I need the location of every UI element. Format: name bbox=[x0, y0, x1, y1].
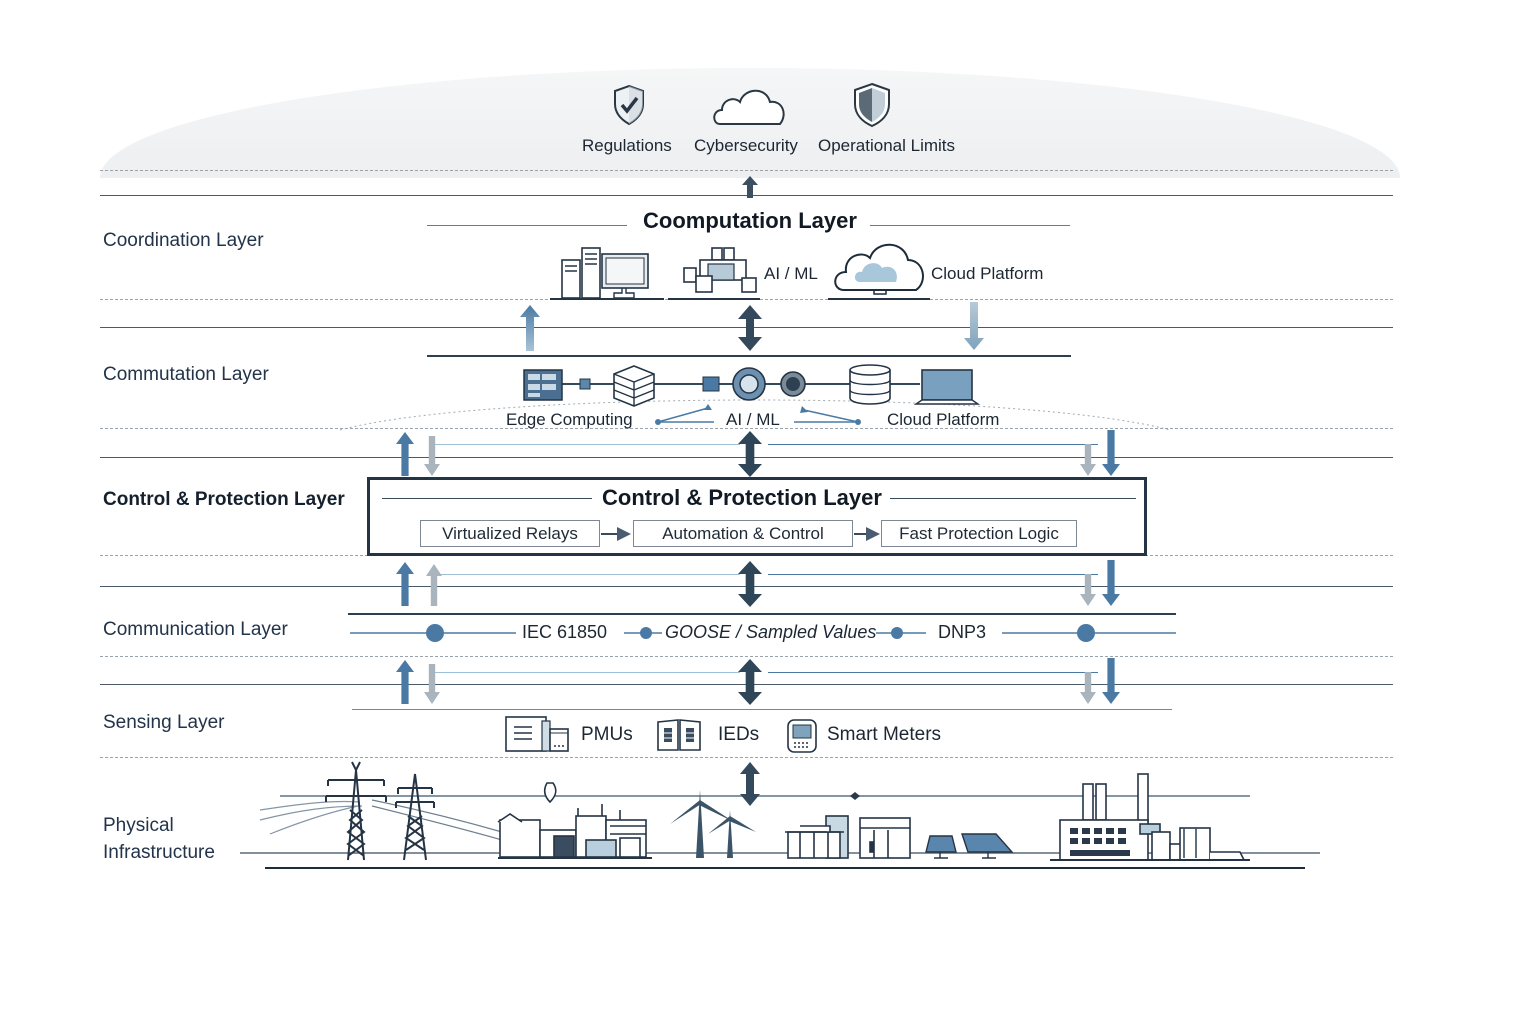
divider bbox=[100, 757, 1393, 758]
commercial-building-icon bbox=[785, 815, 849, 859]
divider bbox=[352, 709, 1172, 710]
commutation-ai-ml-label: AI / ML bbox=[726, 410, 780, 429]
divider bbox=[100, 656, 1393, 657]
arrow-down-icon bbox=[1080, 444, 1096, 476]
arrow-down-icon bbox=[1080, 574, 1096, 606]
substation-icon bbox=[497, 782, 647, 858]
computation-cloud-platform-label: Cloud Platform bbox=[931, 264, 1044, 283]
arrow-down-icon bbox=[1102, 658, 1120, 704]
commutation-cloud-label: Cloud Platform bbox=[887, 410, 1000, 429]
bidirectional-arrow-icon bbox=[738, 305, 762, 351]
connector-line bbox=[434, 574, 740, 575]
transmission-tower-icon bbox=[325, 761, 387, 861]
connector-line bbox=[434, 672, 740, 673]
link-connector bbox=[655, 404, 861, 425]
cloud-icon bbox=[713, 89, 785, 125]
sensing-ieds-label: IEDs bbox=[718, 724, 760, 745]
computation-layer-title: Coomputation Layer bbox=[643, 208, 857, 233]
constraint-label-regulations: Regulations bbox=[582, 136, 672, 155]
gears-icon bbox=[732, 367, 806, 401]
control-protection-box: Control & Protection Layer Virtualized R… bbox=[367, 477, 1147, 556]
arrow-down-icon bbox=[1080, 672, 1096, 704]
label-infrastructure: Infrastructure bbox=[103, 842, 215, 863]
network-nodes-icon bbox=[668, 247, 760, 300]
control-layer-title: Control & Protection Layer bbox=[602, 485, 882, 510]
title-rule bbox=[427, 225, 627, 226]
database-icon bbox=[849, 364, 891, 405]
constraint-label-operational-limits: Operational Limits bbox=[818, 136, 956, 155]
wind-turbine-icon bbox=[670, 790, 756, 858]
label-coordination-layer: Coordination Layer bbox=[103, 230, 264, 251]
sensing-smart-meters-label: Smart Meters bbox=[827, 724, 942, 745]
commutation-chain bbox=[523, 364, 981, 407]
title-rule bbox=[890, 498, 1136, 499]
ied-icon bbox=[657, 719, 701, 751]
commutation-arc bbox=[339, 399, 1171, 431]
arrow-down-icon bbox=[424, 664, 440, 704]
transmission-tower-icon bbox=[395, 773, 435, 861]
step-fast-protection-logic[interactable]: Fast Protection Logic bbox=[881, 520, 1077, 547]
arrow-up-icon bbox=[520, 305, 540, 351]
label-physical: Physical bbox=[103, 815, 174, 836]
protocol-goose-sv: GOOSE / Sampled Values bbox=[665, 622, 877, 642]
divider bbox=[100, 170, 1393, 171]
arrow-down-icon bbox=[424, 436, 440, 476]
arrow-down-icon bbox=[964, 302, 984, 350]
label-commutation-layer: Commutation Layer bbox=[103, 364, 269, 385]
arrow-up-icon bbox=[396, 660, 414, 704]
shield-icon bbox=[854, 82, 890, 128]
bidirectional-arrow-icon bbox=[738, 431, 762, 477]
title-rule bbox=[382, 498, 592, 499]
step-automation-control[interactable]: Automation & Control bbox=[633, 520, 853, 547]
storage-stack-icon bbox=[613, 365, 655, 407]
title-rule bbox=[870, 225, 1070, 226]
protocol-bus bbox=[350, 624, 1176, 642]
laptop-icon bbox=[913, 369, 981, 405]
bidirectional-arrow-icon bbox=[740, 762, 760, 806]
divider bbox=[100, 195, 1393, 196]
connector-line bbox=[434, 444, 740, 445]
shield-check-icon bbox=[614, 84, 644, 126]
flow-arrow-icon bbox=[854, 527, 880, 541]
divider bbox=[348, 613, 1176, 615]
bidirectional-arrow-icon bbox=[738, 659, 762, 705]
arrow-up-icon bbox=[396, 562, 414, 606]
power-plant-icon bbox=[1059, 773, 1246, 861]
pmu-icon bbox=[505, 716, 569, 752]
solar-panel-icon bbox=[925, 833, 1014, 859]
connector-line bbox=[768, 444, 1098, 445]
label-control-protection-layer: Control & Protection Layer bbox=[103, 489, 345, 510]
constraint-label-cybersecurity: Cybersecurity bbox=[694, 136, 798, 155]
cloud-platform-icon bbox=[828, 243, 930, 300]
arrow-down-icon bbox=[1102, 560, 1120, 606]
sensing-pmus-label: PMUs bbox=[581, 724, 633, 745]
computation-ai-ml-label: AI / ML bbox=[764, 264, 818, 283]
arrow-up-icon bbox=[742, 176, 758, 198]
label-sensing-layer: Sensing Layer bbox=[103, 712, 225, 733]
divider bbox=[427, 355, 1071, 357]
physical-infrastructure-scene bbox=[240, 761, 1320, 869]
edge-rack-icon bbox=[523, 369, 563, 401]
divider bbox=[100, 428, 1393, 429]
protocol-iec61850: IEC 61850 bbox=[522, 622, 608, 642]
label-communication-layer: Communication Layer bbox=[103, 619, 288, 640]
smart-meter-icon bbox=[787, 719, 817, 753]
server-workstation-icon bbox=[550, 247, 664, 300]
arrow-up-icon bbox=[396, 432, 414, 476]
connector-line bbox=[768, 574, 1098, 575]
protocol-dnp3: DNP3 bbox=[938, 622, 987, 642]
commutation-edge-label: Edge Computing bbox=[506, 410, 633, 429]
connector-line bbox=[768, 672, 1098, 673]
step-virtualized-relays[interactable]: Virtualized Relays bbox=[420, 520, 600, 547]
bidirectional-arrow-icon bbox=[738, 561, 762, 607]
building-icon bbox=[859, 817, 911, 859]
arrow-up-icon bbox=[426, 564, 442, 606]
arrow-down-icon bbox=[1102, 430, 1120, 476]
flow-arrow-icon bbox=[601, 527, 631, 541]
